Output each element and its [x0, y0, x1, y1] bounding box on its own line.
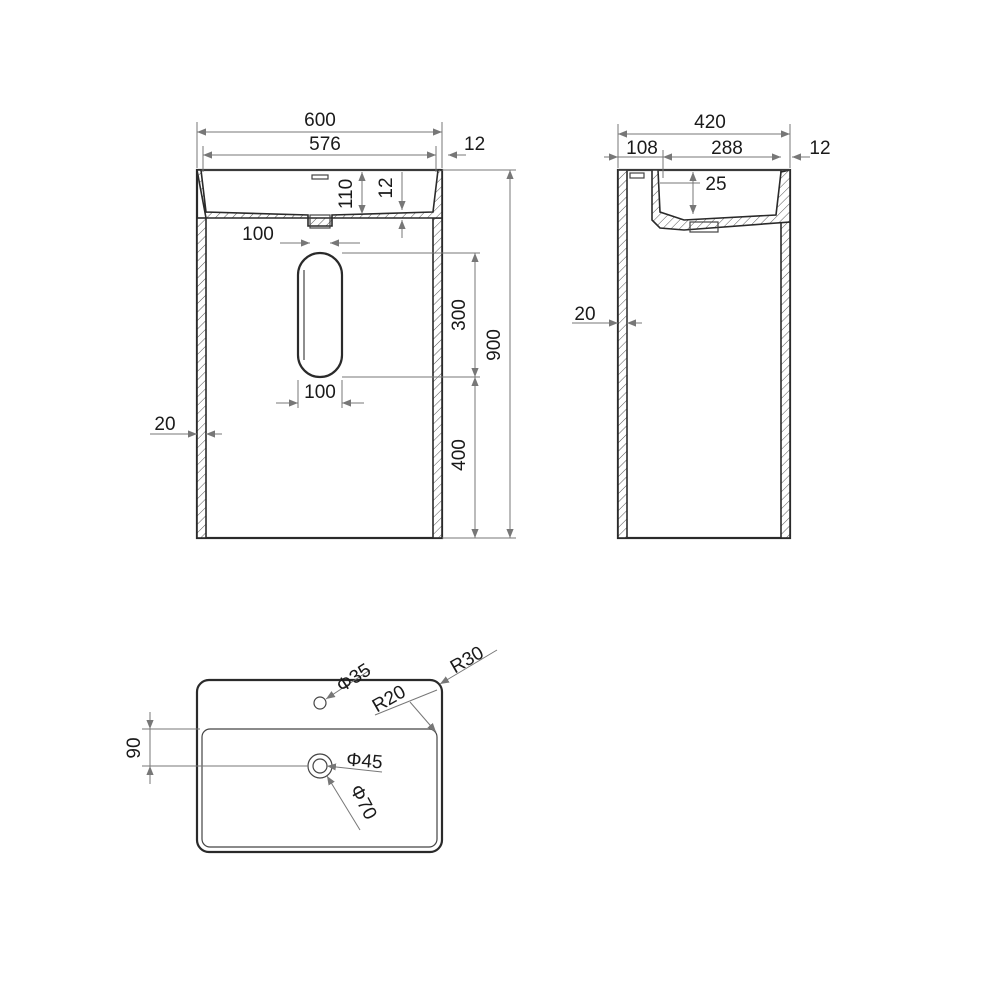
dim-label-90: 90 — [124, 737, 145, 758]
dim-label-cutout-100: 100 — [304, 382, 336, 403]
dim-label-400: 400 — [449, 439, 470, 471]
top-inner-bowl — [201, 728, 438, 848]
side-front-wall — [780, 169, 791, 539]
top-drain-inner — [312, 758, 328, 774]
dim-label-drain-100: 100 — [242, 224, 274, 245]
dim-label-288: 288 — [711, 138, 743, 159]
dim-label-phi70: Φ70 — [345, 781, 381, 823]
side-overflow-channel — [629, 172, 645, 179]
dim-label-phi35: Φ35 — [333, 660, 375, 697]
dim-label-front-12: 12 — [464, 134, 485, 155]
top-tap-hole — [313, 696, 327, 710]
side-bowl-section — [651, 169, 791, 231]
dim-label-108: 108 — [626, 138, 658, 159]
dim-label-576: 576 — [309, 134, 341, 155]
dim-label-r20: R20 — [369, 681, 410, 717]
side-view: 420 108 288 12 25 20 — [572, 112, 831, 540]
dim-label-side-20: 20 — [574, 304, 595, 325]
dim-label-420: 420 — [694, 112, 726, 133]
front-left-wall — [196, 217, 207, 539]
front-oval-cutout — [296, 251, 344, 379]
dim-label-r30: R30 — [447, 642, 488, 678]
dim-label-110: 110 — [336, 179, 357, 209]
front-right-wall — [432, 217, 443, 539]
dim-label-900: 900 — [484, 329, 505, 361]
top-view: Φ35 R30 R20 90 Φ45 Φ70 — [124, 642, 498, 854]
dim-label-600: 600 — [304, 110, 336, 131]
dim-label-300: 300 — [449, 299, 470, 331]
dim-label-bowl-12: 12 — [376, 177, 397, 198]
front-view: 600 576 12 110 12 100 300 100 900 — [150, 110, 516, 540]
dim-label-side-12: 12 — [809, 138, 830, 159]
front-overflow-slot — [311, 174, 329, 180]
side-drain — [689, 221, 719, 233]
front-bowl-section — [196, 169, 443, 227]
front-drain — [309, 214, 331, 229]
dim-label-front-20: 20 — [154, 414, 175, 435]
dim-label-25: 25 — [705, 174, 726, 195]
dim-label-phi45: Φ45 — [345, 749, 383, 773]
side-rear-wall — [617, 169, 628, 539]
